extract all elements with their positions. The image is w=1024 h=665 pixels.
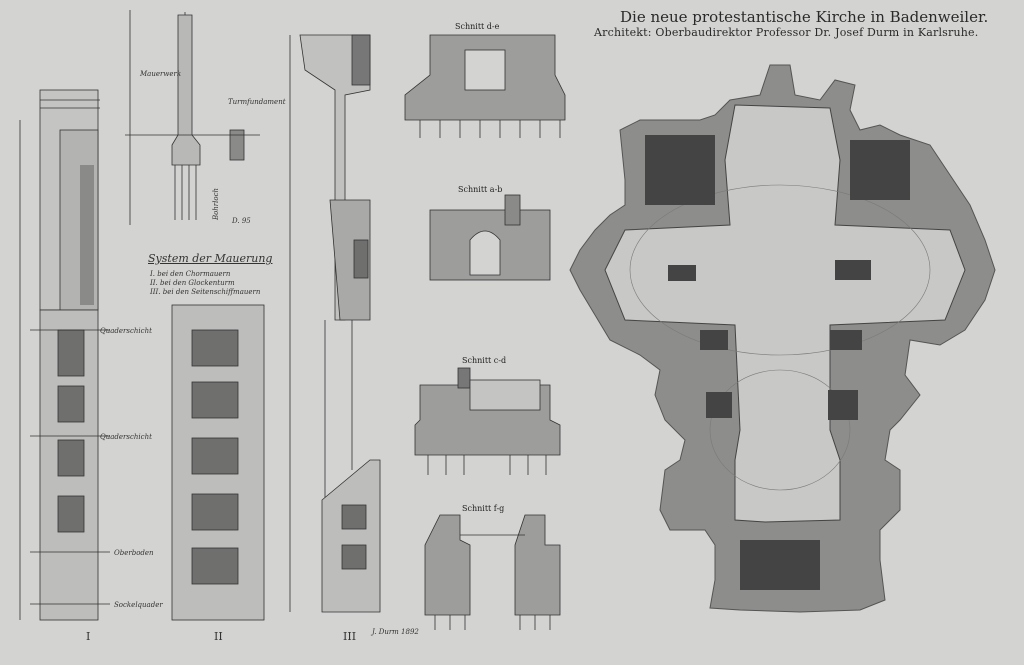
section-c-d (414, 367, 561, 475)
elevation-III (289, 34, 381, 613)
legend-heading: System der Mauerung (148, 252, 273, 265)
legend-item-3: III. bei den Seitenschiffmauern (150, 288, 261, 296)
elevation-I (19, 89, 110, 621)
section-label-c-d: Schnitt c-d (462, 356, 507, 365)
label-quaderschicht-2: Quaderschicht (100, 433, 152, 441)
page-subtitle: Architekt: Oberbaudirektor Professor Dr.… (594, 26, 979, 39)
elevation-II (125, 10, 265, 621)
section-a-b (429, 194, 551, 281)
label-roman-I: I (86, 630, 91, 643)
label-roman-III: III (343, 630, 357, 643)
section-label-f-g: Schnitt f-g (462, 504, 505, 513)
section-f-g (424, 514, 561, 630)
label-signature: J. Durm 1892 (372, 628, 419, 636)
floor-plan (569, 64, 996, 613)
legend-item-2: II. bei den Glockenturm (150, 279, 235, 287)
label-d95: D. 95 (232, 217, 251, 225)
label-mauerwerk: Mauerwerk (140, 70, 182, 78)
label-turmfundament: Turmfundament (228, 98, 286, 106)
section-label-d-e: Schnitt d-e (455, 22, 500, 31)
section-label-a-b: Schnitt a-b (458, 185, 503, 194)
legend-item-1: I. bei den Chormauern (150, 270, 231, 278)
label-bohrloch: Bohrloch (212, 187, 221, 221)
page-title: Die neue protestantische Kirche in Baden… (620, 8, 989, 26)
label-roman-II: II (214, 630, 223, 643)
section-d-e (404, 34, 566, 138)
label-oberboden: Oberboden (114, 549, 154, 557)
label-quaderschicht-1: Quaderschicht (100, 327, 152, 335)
label-sockel: Sockelquader (114, 601, 163, 609)
